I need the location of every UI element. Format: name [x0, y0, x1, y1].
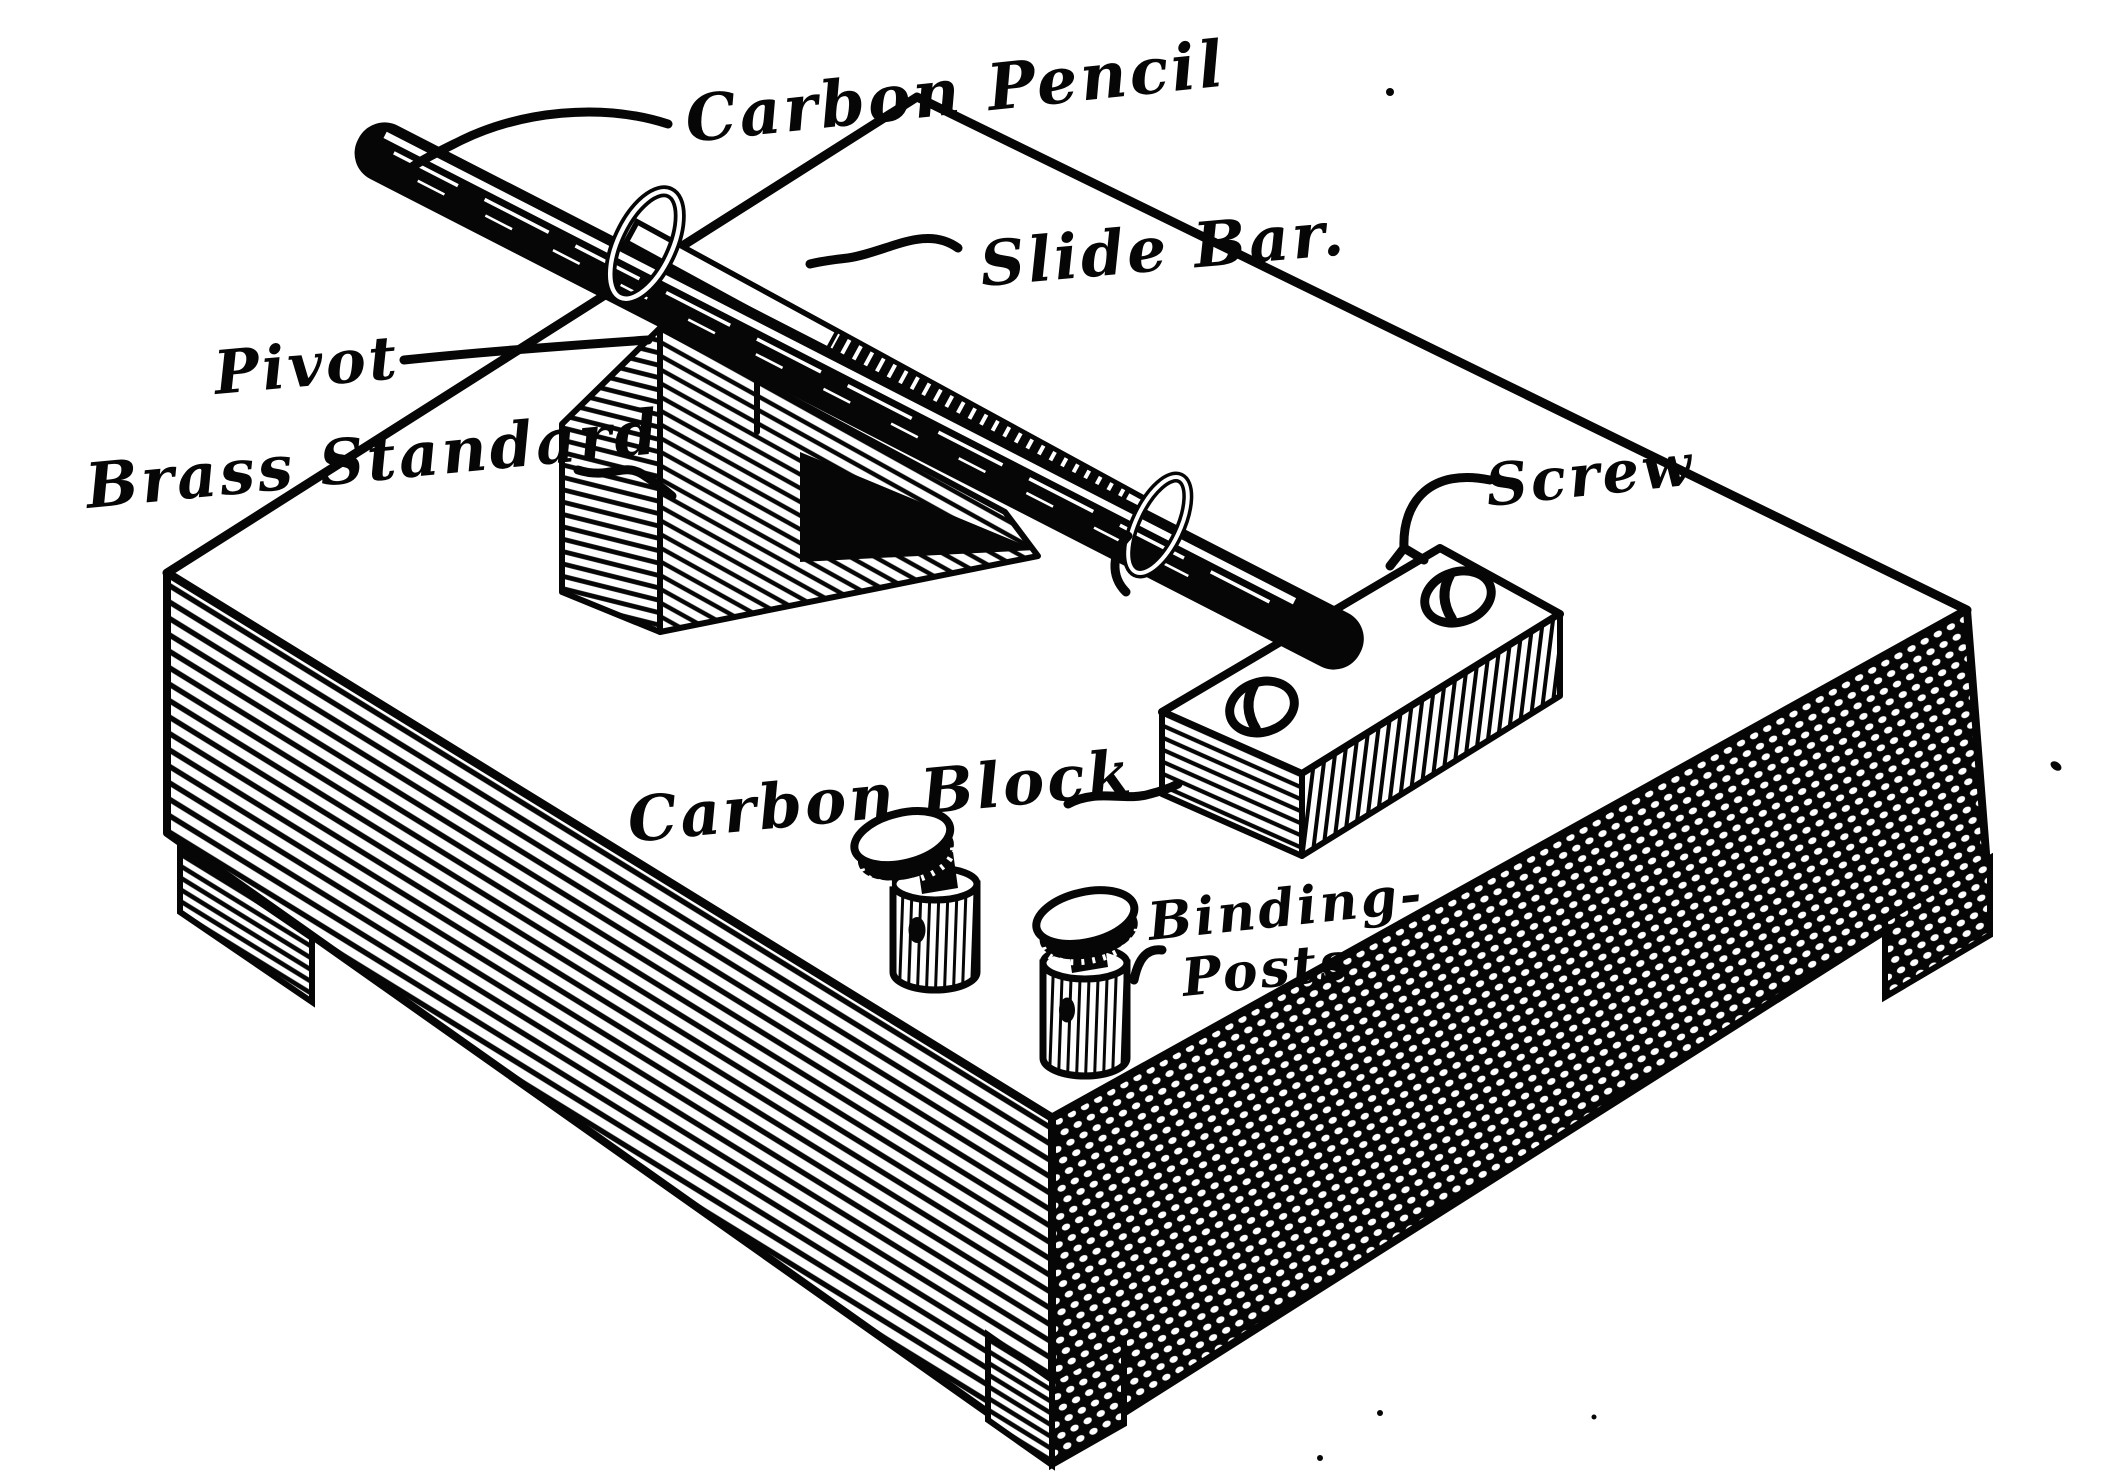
binding-post-2-hole: [1059, 997, 1075, 1023]
slide-bar-left-loop: [604, 185, 686, 305]
binding-post-1-hole: [908, 917, 926, 943]
foot-front-right-face: [1049, 1334, 1127, 1471]
slide-bar-right-clip: [1122, 471, 1194, 579]
leader-slide-bar: [805, 234, 963, 269]
leader-carbon-block: [1063, 779, 1183, 809]
carbon-block-right-face: [1299, 611, 1563, 859]
foot-left: [177, 842, 315, 1008]
ink-specks: [1317, 88, 2062, 1461]
carbon-pencil-highlight-1: [383, 131, 1297, 605]
screw-bottom: [1225, 676, 1299, 738]
binding-post-2-nut-knurl: [1040, 925, 1140, 966]
slide-bar-clip-hook: [1110, 531, 1133, 597]
leader-brass-standard: [573, 465, 677, 501]
carbon-pencil-highlight-2: [393, 151, 1271, 604]
binding-post-1-nut-knurl: [858, 845, 957, 887]
foot-right: [1882, 852, 1993, 1003]
screw-top-slot: [1439, 570, 1457, 624]
leader-screw: [1399, 472, 1495, 553]
base-board: [162, 92, 1993, 1471]
binding-post-1-nut-top: [850, 807, 955, 870]
binding-post-2: [1032, 886, 1140, 1080]
leader-screw-fork: [1385, 542, 1429, 571]
label-pivot: Pivot: [209, 323, 402, 409]
screw-top: [1420, 566, 1496, 628]
binding-post-1: [850, 807, 981, 994]
leader-binding-posts: [1129, 945, 1167, 985]
binding-post-2-nut-top: [1032, 886, 1139, 948]
brass-standard-shadow: [800, 452, 1036, 562]
leader-pivot: [399, 335, 653, 365]
binding-post-2-cylinder: [1039, 959, 1131, 1080]
brass-standard: [559, 325, 1041, 635]
leader-carbon-pencil: [393, 107, 673, 183]
screw-bottom-slot: [1243, 680, 1261, 734]
binding-post-1-cylinder: [889, 880, 981, 994]
